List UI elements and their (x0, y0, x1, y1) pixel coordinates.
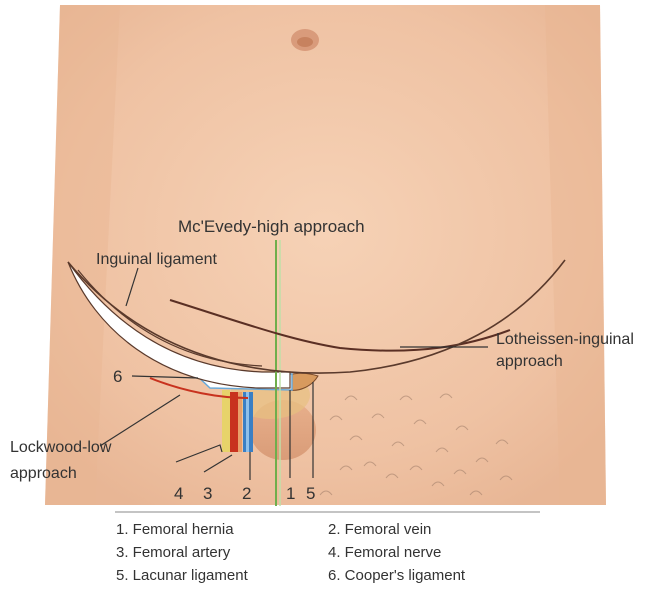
lockwood-label-line2: approach (10, 465, 77, 482)
femoral-artery-edge (238, 392, 242, 452)
legend-item-1: 1. Femoral hernia (116, 521, 234, 538)
legend-item-5: 5. Lacunar ligament (116, 567, 249, 584)
number-5: 5 (306, 484, 315, 503)
inguinal-ligament-label: Inguinal ligament (96, 251, 218, 268)
lotheissen-label-line1: Lotheissen-inguinal (496, 331, 634, 348)
legend-item-2: 2. Femoral vein (328, 521, 431, 538)
femoral-nerve (222, 390, 230, 452)
lockwood-label-line1: Lockwood-low (10, 439, 112, 456)
legend-item-6: 6. Cooper's ligament (328, 567, 466, 584)
femoral-vein-highlight (246, 392, 249, 452)
number-6: 6 (113, 367, 122, 386)
legend-item-4: 4. Femoral nerve (328, 544, 441, 561)
number-1: 1 (286, 484, 295, 503)
lotheissen-label-line2: approach (496, 353, 563, 370)
legend-item-3: 3. Femoral artery (116, 544, 231, 561)
mcevedy-label: Mc'Evedy-high approach (178, 217, 365, 236)
number-3: 3 (203, 484, 212, 503)
number-2: 2 (242, 484, 251, 503)
umbilicus-center (297, 37, 313, 47)
number-4: 4 (174, 484, 183, 503)
